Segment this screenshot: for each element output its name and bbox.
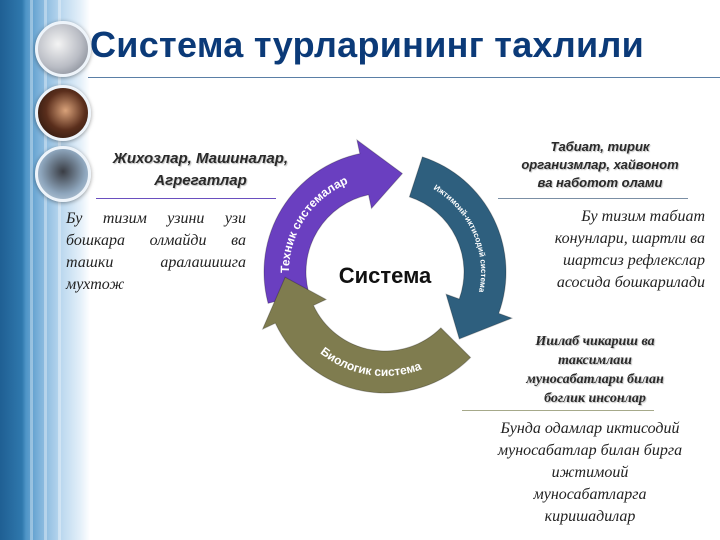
socio-arrow	[408, 156, 514, 340]
technical-heading-line: Жихозлар, Машиналар,	[112, 150, 289, 167]
people-description-line: ижтимоий	[551, 464, 629, 481]
nature-heading-line: организмлар, хайвонот	[521, 157, 679, 172]
technical-heading: Жихозлар, Машиналар, Агрегатлар	[88, 148, 313, 192]
technical-connector	[96, 198, 276, 199]
nature-description: Бу тизим табиат конунлари, шартли ва шар…	[515, 206, 705, 294]
people-heading-line: муносабатлари билан	[526, 372, 664, 387]
nature-description-line: Бу тизим табиат	[581, 208, 705, 225]
nature-description-line: шартсиз рефлекслар	[562, 252, 705, 269]
photo-people-walking	[35, 146, 91, 202]
technical-heading-line: Агрегатлар	[154, 172, 247, 189]
people-connector	[462, 410, 654, 411]
people-description-line: киришадилар	[544, 508, 636, 525]
people-heading-line: таксимлаш	[558, 353, 632, 368]
bio-arrow	[261, 276, 472, 394]
people-description-line: Бунда одамлар иктисодий	[500, 420, 680, 437]
nature-description-line: конунлари, шартли ва	[554, 230, 705, 247]
title-divider	[88, 77, 720, 78]
people-description-line: муносабатларга	[533, 486, 647, 503]
nature-heading: Табиат, тирик организмлар, хайвонот ва н…	[500, 138, 700, 192]
people-description: Бунда одамлар иктисодий муносабатлар бил…	[465, 418, 715, 528]
center-label: Система	[339, 263, 432, 288]
technical-arrow	[263, 138, 404, 304]
photo-papers	[35, 21, 91, 77]
nature-description-line: асосида бошкарилади	[556, 274, 705, 291]
nature-connector	[498, 198, 688, 199]
nature-heading-line: ва наботот олами	[537, 175, 663, 190]
slide-title: Система турларининг тахлили	[90, 24, 645, 65]
people-heading: Ишлаб чикариш ва таксимлаш муносабатлари…	[500, 332, 690, 408]
people-heading-line: Ишлаб чикариш ва	[535, 334, 655, 349]
technical-description: Бу тизим узини узи бошкара олмайди ва та…	[66, 210, 246, 293]
people-description-line: муносабатлар билан бирга	[497, 442, 683, 459]
people-heading-line: боглик инсонлар	[544, 391, 646, 406]
nature-heading-line: Табиат, тирик	[550, 139, 650, 154]
photo-person	[35, 85, 91, 141]
